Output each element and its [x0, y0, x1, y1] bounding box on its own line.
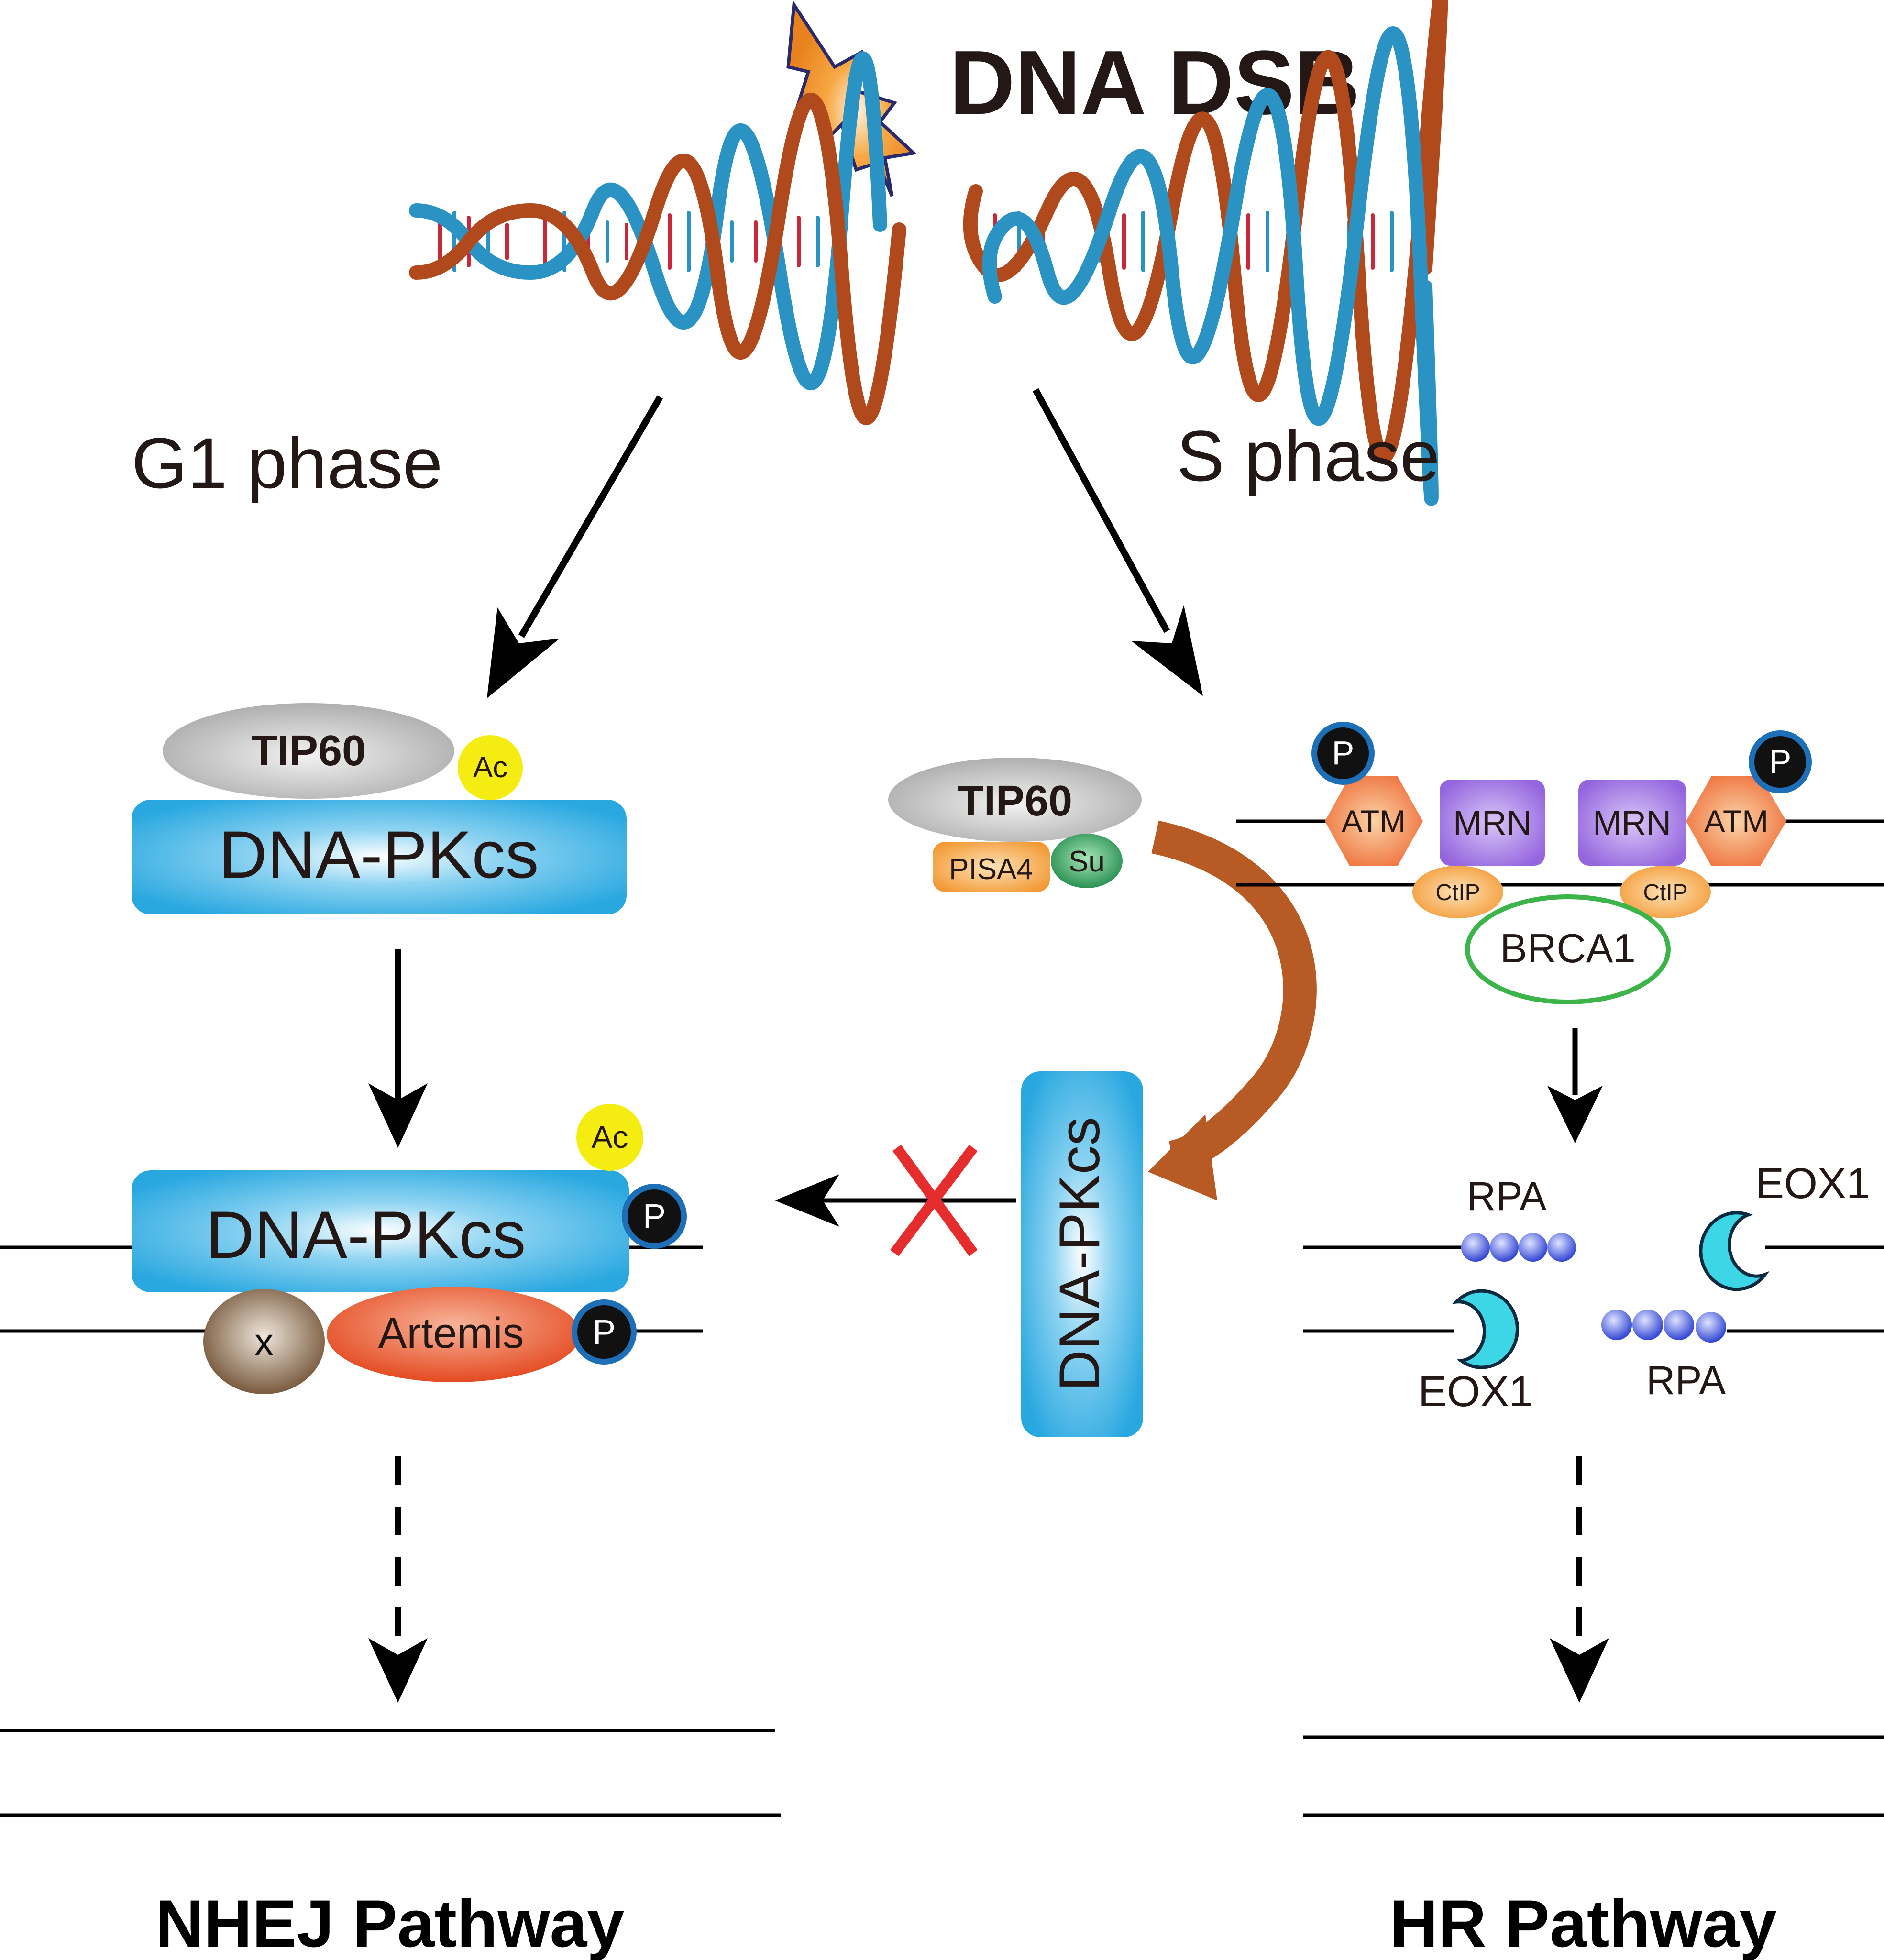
red-x-icon: [890, 1145, 978, 1256]
phospho-badge-2: [572, 1299, 637, 1365]
rpa-bead-chain-bottom: [1601, 1310, 1726, 1343]
x-protein-label: x: [254, 1321, 274, 1363]
tip60-dnapkcs-complex: [132, 703, 627, 914]
hr-down-arrow: [1547, 1028, 1603, 1143]
pisa4-box: [933, 842, 1050, 892]
nhej-pathway-label: NHEJ Pathway: [155, 1886, 624, 1960]
mrn-box-right: [1578, 780, 1686, 866]
eox1-crescent-top: [1699, 1211, 1770, 1291]
phospho-badge-left: [1311, 722, 1375, 785]
acetyl-label: Ac: [473, 751, 507, 784]
hr-dna-lines-resected: [1303, 1245, 1884, 1333]
rpa-label-bottom: RPA: [1646, 1358, 1726, 1403]
tip60-label-s: TIP60: [958, 777, 1072, 825]
mrn-atm-complex: [1311, 722, 1812, 1004]
hr-dna-lines-top: [1236, 819, 1884, 887]
dnapkcs-active-complex: [132, 1104, 687, 1394]
brca1-ellipse: [1465, 894, 1671, 1004]
dsb-title: DNA DSB: [949, 32, 1360, 133]
phospho-label-right: P: [1769, 743, 1792, 780]
dna-helix-icon: [409, 0, 1448, 506]
atm-label-right: ATM: [1704, 804, 1768, 839]
s-phase-label: S phase: [1177, 416, 1440, 496]
phospho-badge-1: [622, 1184, 687, 1249]
ctip-left: [1412, 866, 1503, 918]
brca1-label: BRCA1: [1500, 926, 1635, 971]
nhej-down-arrow: [368, 949, 428, 1148]
hr-repaired-dna: [1303, 1735, 1884, 1817]
dnapkcs-label-bottom: DNA-PKcs: [206, 1197, 526, 1272]
acetyl-badge: [458, 735, 523, 800]
rpa-bead-chain-top: [1461, 1233, 1576, 1262]
tip60-ellipse-s: [888, 758, 1142, 842]
atm-hexagon-left: [1325, 776, 1423, 866]
blocked-arrow: [775, 1174, 1016, 1227]
dnapkcs-label-vertical: DNA-PKcs: [1047, 1117, 1112, 1391]
dnapkcs-box-vertical: [1021, 1071, 1143, 1437]
ctip-label-left: CtIP: [1435, 880, 1480, 905]
hr-pathway-label: HR Pathway: [1389, 1886, 1776, 1960]
atm-label-left: ATM: [1342, 804, 1406, 839]
atm-hexagon-right: [1686, 776, 1786, 866]
tip60-pisa4-complex: [888, 758, 1142, 892]
phospho-badge-right: [1749, 730, 1812, 793]
pisa4-label: PISA4: [949, 853, 1033, 886]
dnapkcs-vertical-complex: [1021, 1071, 1143, 1437]
sumo-ellipse: [1051, 834, 1123, 888]
tip60-ellipse: [163, 703, 454, 799]
s-phase-arrow: [1032, 388, 1203, 696]
acetyl-label-bottom: Ac: [591, 1119, 628, 1155]
g1-phase-label: G1 phase: [132, 423, 442, 503]
tip60-label: TIP60: [251, 727, 366, 775]
phospho-label-left: P: [1332, 734, 1355, 771]
eox1-label-bottom: EOX1: [1418, 1368, 1533, 1416]
mrn-label-left: MRN: [1453, 804, 1531, 842]
dnapkcs-box-bottom: [132, 1170, 629, 1292]
mrn-label-right: MRN: [1593, 804, 1671, 842]
acetyl-badge-bottom: [576, 1104, 643, 1171]
mrn-box-left: [1440, 780, 1545, 866]
artemis-label: Artemis: [378, 1310, 524, 1357]
artemis-ellipse: [327, 1287, 580, 1382]
phospho-label-2: P: [593, 1313, 616, 1352]
phospho-label-1: P: [643, 1198, 666, 1236]
curved-sequestration-arrow: [1148, 820, 1317, 1200]
x-protein: [203, 1289, 325, 1394]
nhej-repaired-dna: [0, 1729, 781, 1817]
dnapkcs-label-top: DNA-PKcs: [219, 817, 539, 892]
g1-arrow: [487, 395, 663, 698]
dnapkcs-box-top: [132, 800, 627, 914]
nhej-dashed-arrow: [368, 1456, 428, 1703]
rpa-label-top: RPA: [1467, 1174, 1546, 1219]
ctip-label-right: CtIP: [1643, 880, 1687, 905]
sumo-label: Su: [1069, 845, 1105, 878]
eox1-crescent-bottom: [1452, 1289, 1519, 1369]
eox1-label-top: EOX1: [1755, 1160, 1870, 1208]
ctip-right: [1620, 866, 1711, 918]
hr-dashed-arrow: [1550, 1456, 1609, 1703]
